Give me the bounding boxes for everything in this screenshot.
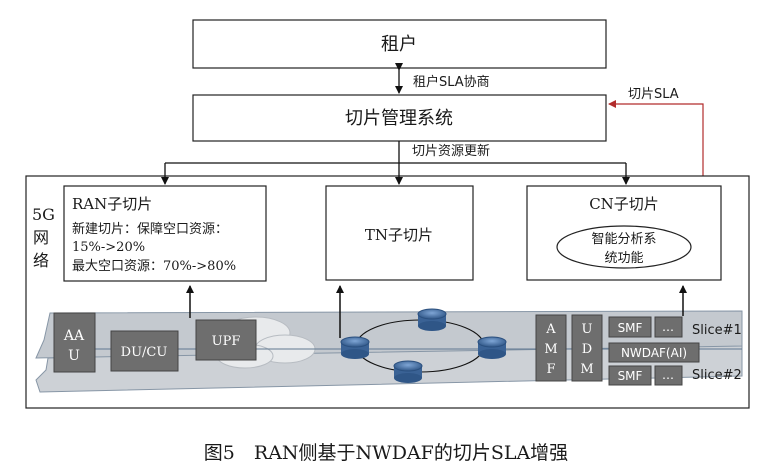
network-label-luo: 络 xyxy=(33,251,49,270)
slice-sla-label: 切片SLA xyxy=(628,87,679,102)
smf-box-slice2 xyxy=(608,365,652,386)
resource-update-label: 切片资源更新 xyxy=(412,143,490,159)
slice-management-box xyxy=(192,94,607,142)
udm-letter-d: D xyxy=(582,342,592,357)
more-label-slice1: … xyxy=(662,320,674,334)
negotiation-label: 租户SLA协商 xyxy=(413,74,490,90)
network-label-5g: 5G xyxy=(32,205,55,224)
amf-letter-m: M xyxy=(544,342,557,357)
aau-line1: AA xyxy=(63,328,85,344)
ran-subslice-title: RAN子切片 xyxy=(72,195,152,213)
udm-letter-m: M xyxy=(580,362,593,377)
ran-subslice-line2: 15%->20% xyxy=(72,240,145,255)
cn-subslice-title: CN子切片 xyxy=(589,195,659,213)
ai-function-line2: 统功能 xyxy=(604,251,643,266)
more-label-slice2: … xyxy=(662,368,674,382)
tn-subslice-box xyxy=(325,185,474,281)
more-box-slice1 xyxy=(654,316,683,338)
smf-label-slice1: SMF xyxy=(618,321,643,335)
nwdaf-label: NWDAF(AI) xyxy=(621,346,687,360)
ran-subslice-box xyxy=(63,185,267,282)
router-icon xyxy=(477,336,507,359)
aau-box xyxy=(53,312,96,373)
slice-2-label: Slice#2 xyxy=(692,368,742,383)
ran-subslice-line1: 新建切片：保障空口资源： xyxy=(72,221,228,237)
nwdaf-box xyxy=(608,342,700,363)
router-icon xyxy=(417,308,447,331)
aau-line2: U xyxy=(68,348,80,364)
tenant-label: 租户 xyxy=(381,34,417,55)
ai-function-ellipse xyxy=(556,225,692,269)
tn-subslice-title: TN子切片 xyxy=(365,226,433,244)
router-icon xyxy=(393,360,423,383)
more-box-slice2 xyxy=(654,365,683,386)
router-icon xyxy=(340,336,370,359)
amf-letter-a: A xyxy=(545,322,556,337)
upf-label: UPF xyxy=(212,334,241,349)
du-cu-box xyxy=(110,330,179,372)
du-cu-label: DU/CU xyxy=(121,345,168,360)
network-label-wang: 网 xyxy=(33,228,49,247)
slice-sla-arrow xyxy=(608,100,704,185)
amf-box xyxy=(535,314,567,382)
smf-label-slice2: SMF xyxy=(618,369,643,383)
smf-box-slice1 xyxy=(608,316,652,338)
tenant-box xyxy=(192,19,607,69)
udm-box xyxy=(571,314,603,382)
ai-function-line1: 智能分析系 xyxy=(591,232,656,247)
amf-letter-f: F xyxy=(546,362,555,377)
udm-letter-u: U xyxy=(582,322,593,337)
upf-box xyxy=(195,319,257,361)
figure-caption: 图5 RAN侧基于NWDAF的切片SLA增强 xyxy=(204,442,568,464)
slice-1-label: Slice#1 xyxy=(692,323,742,338)
ran-subslice-line3: 最大空口资源：70%->80% xyxy=(72,259,236,274)
slice-management-label: 切片管理系统 xyxy=(345,108,453,129)
